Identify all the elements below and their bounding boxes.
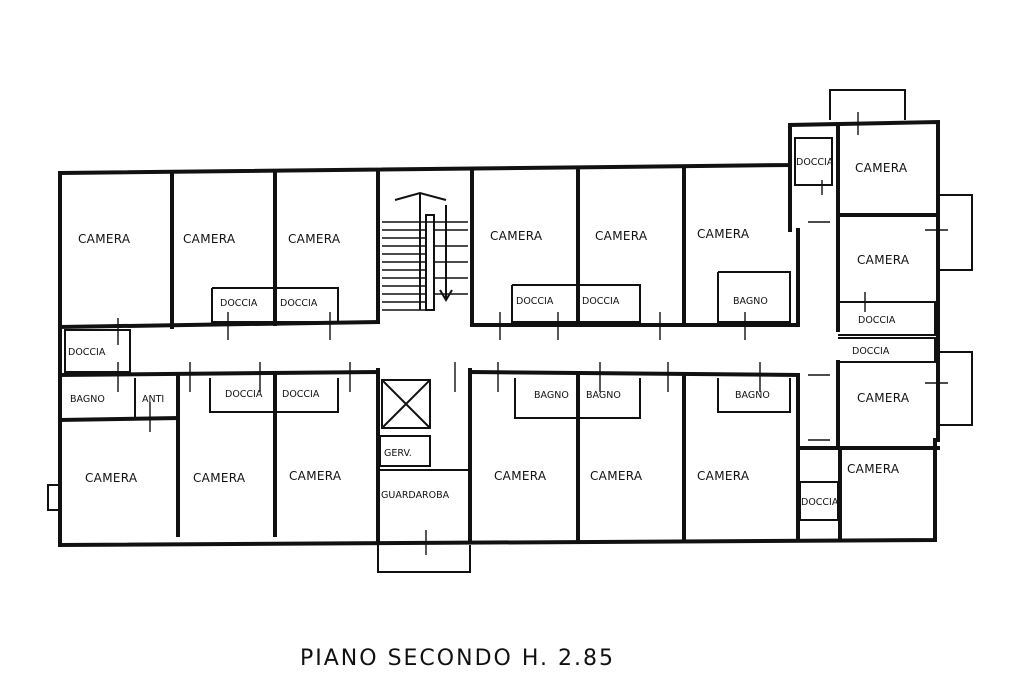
room-labels: CAMERA CAMERA CAMERA CAMERA CAMERA CAMER… <box>68 157 910 508</box>
room-camera-14: CAMERA <box>494 469 547 483</box>
room-camera-4: CAMERA <box>490 229 543 243</box>
room-bagno-4: BAGNO <box>586 390 621 401</box>
room-camera-12: CAMERA <box>193 471 246 485</box>
room-camera-8: CAMERA <box>857 253 910 267</box>
door-marks <box>117 112 948 555</box>
room-bagno-5: BAGNO <box>735 390 770 401</box>
room-doccia-1: DOCCIA <box>220 298 258 309</box>
room-doccia-7: DOCCIA <box>282 389 320 400</box>
top-row-walls <box>57 166 800 330</box>
room-doccia-8: DOCCIA <box>796 157 834 168</box>
room-camera-15: CAMERA <box>590 469 643 483</box>
room-camera-11: CAMERA <box>85 471 138 485</box>
room-camera-1: CAMERA <box>78 232 131 246</box>
room-guardaroba: GUARDAROBA <box>381 490 450 501</box>
room-camera-9: CAMERA <box>857 391 910 405</box>
room-bagno-3: BAGNO <box>534 390 569 401</box>
room-bagno-2: BAGNO <box>70 394 105 405</box>
room-doccia-9: DOCCIA <box>858 315 896 326</box>
room-anti: ANTI <box>142 394 164 405</box>
bottom-row-walls <box>57 329 801 542</box>
room-doccia-11: DOCCIA <box>801 497 839 508</box>
room-doccia-10: DOCCIA <box>852 346 890 357</box>
exterior-walls <box>47 89 973 573</box>
room-doccia-2: DOCCIA <box>280 298 318 309</box>
room-doccia-6: DOCCIA <box>225 389 263 400</box>
room-camera-6: CAMERA <box>697 227 750 241</box>
room-camera-2: CAMERA <box>183 232 236 246</box>
room-camera-13: CAMERA <box>289 469 342 483</box>
staircase <box>382 191 468 311</box>
room-bagno-1: BAGNO <box>733 296 768 307</box>
room-doccia-3: DOCCIA <box>516 296 554 307</box>
room-doccia-4: DOCCIA <box>582 296 620 307</box>
room-camera-3: CAMERA <box>288 232 341 246</box>
room-camera-10: CAMERA <box>847 462 900 476</box>
room-camera-16: CAMERA <box>697 469 750 483</box>
room-doccia-5: DOCCIA <box>68 347 106 358</box>
room-serv: GERV. <box>384 448 412 459</box>
plan-caption: PIANO SECONDO H. 2.85 <box>300 646 615 671</box>
room-camera-5: CAMERA <box>595 229 648 243</box>
right-wing-walls <box>788 123 940 542</box>
room-camera-7: CAMERA <box>855 161 908 175</box>
